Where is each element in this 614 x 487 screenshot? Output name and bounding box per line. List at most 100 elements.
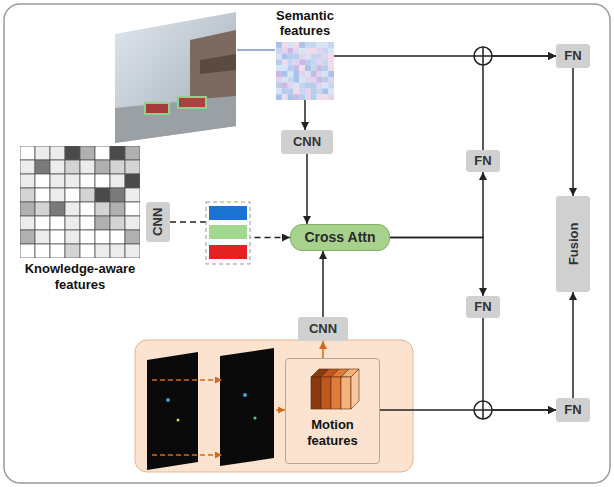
building xyxy=(190,30,236,100)
texture-cell xyxy=(317,83,323,89)
texture-cell xyxy=(305,94,311,100)
matrix-cell xyxy=(95,202,110,216)
feature-label: Semantic features xyxy=(260,8,350,39)
connector-arrow xyxy=(572,292,574,398)
texture-cell xyxy=(299,42,305,48)
texture-cell xyxy=(293,48,299,54)
texture-cell xyxy=(282,83,288,89)
texture-cell xyxy=(276,59,282,65)
cnn-box: CNN xyxy=(146,202,170,242)
add-circle xyxy=(474,47,492,65)
matrix-cell xyxy=(50,230,65,244)
motion-frame xyxy=(220,348,274,466)
connector-arrow xyxy=(322,341,324,358)
matrix-cell xyxy=(50,146,65,160)
texture-cell xyxy=(288,71,294,77)
cube-slab xyxy=(341,377,351,409)
texture-cell xyxy=(299,88,305,94)
texture-cell xyxy=(311,83,317,89)
matrix-cell xyxy=(20,174,35,188)
texture-cell xyxy=(305,77,311,83)
texture-cell xyxy=(305,54,311,60)
embedding-bar xyxy=(209,206,247,220)
texture-cell xyxy=(282,65,288,71)
texture-cell xyxy=(317,77,323,83)
texture-cell xyxy=(282,71,288,77)
texture-cell xyxy=(322,71,328,77)
texture-cell xyxy=(322,83,328,89)
feature-texture xyxy=(276,42,334,100)
texture-cell xyxy=(328,94,334,100)
building-window xyxy=(200,54,236,74)
texture-cell xyxy=(311,59,317,65)
texture-cell xyxy=(328,83,334,89)
matrix-cell xyxy=(20,202,35,216)
texture-cell xyxy=(293,59,299,65)
detection-box xyxy=(145,103,169,114)
texture-cell xyxy=(276,83,282,89)
matrix-cell xyxy=(20,244,35,258)
fn-box: FN xyxy=(556,398,590,422)
matrix-cell xyxy=(125,188,140,202)
texture-cell xyxy=(293,94,299,100)
matrix-cell xyxy=(50,188,65,202)
motion-dot xyxy=(254,417,257,420)
matrix-cell xyxy=(110,174,125,188)
matrix-cell xyxy=(80,146,95,160)
matrix-cell xyxy=(80,188,95,202)
add-cross xyxy=(482,47,484,65)
texture-cell xyxy=(328,48,334,54)
texture-cell xyxy=(288,54,294,60)
knowledge-grid: Knowledge-aware features xyxy=(20,146,140,258)
matrix-cell xyxy=(35,216,50,230)
cnn-box: CNN xyxy=(281,130,333,154)
matrix-cell xyxy=(125,230,140,244)
feature-map: Semantic features xyxy=(276,42,334,100)
motion-dot xyxy=(177,419,180,422)
matrix-cell xyxy=(35,160,50,174)
flow-arrow xyxy=(152,454,222,455)
matrix-cell xyxy=(80,174,95,188)
matrix-cell xyxy=(35,188,50,202)
knowledge-matrix xyxy=(20,146,140,258)
detection-box xyxy=(178,97,206,108)
texture-cell xyxy=(288,42,294,48)
texture-cell xyxy=(299,77,305,83)
connector-arrow xyxy=(390,238,483,297)
matrix-cell xyxy=(80,202,95,216)
texture-cell xyxy=(328,65,334,71)
matrix-cell xyxy=(20,188,35,202)
matrix-cell xyxy=(95,146,110,160)
texture-cell xyxy=(305,71,311,77)
texture-cell xyxy=(276,88,282,94)
matrix-cell xyxy=(35,202,50,216)
texture-cell xyxy=(311,54,317,60)
node-label: Knowledge-aware features xyxy=(15,261,145,292)
texture-cell xyxy=(305,48,311,54)
texture-cell xyxy=(305,42,311,48)
matrix-cell xyxy=(80,216,95,230)
motion-frame xyxy=(147,352,198,470)
texture-cell xyxy=(282,88,288,94)
matrix-cell xyxy=(20,160,35,174)
node-label: FN xyxy=(564,402,581,418)
cnn-box: CNN xyxy=(298,317,348,341)
connector-arrow xyxy=(322,251,324,317)
street-image xyxy=(115,12,236,143)
matrix-cell xyxy=(80,230,95,244)
texture-cell xyxy=(317,88,323,94)
matrix-cell xyxy=(110,216,125,230)
texture-cell xyxy=(317,94,323,100)
fusion-box: Fusion xyxy=(556,196,590,292)
node-label: FN xyxy=(564,48,581,64)
cross-attention-box: Cross Attn xyxy=(290,224,390,251)
texture-cell xyxy=(276,71,282,77)
matrix-cell xyxy=(65,244,80,258)
texture-cell xyxy=(299,48,305,54)
matrix-cell xyxy=(95,188,110,202)
add-symbol xyxy=(474,47,492,65)
texture-cell xyxy=(322,94,328,100)
texture-cell xyxy=(293,42,299,48)
texture-cell xyxy=(317,48,323,54)
road-surface xyxy=(115,96,236,143)
